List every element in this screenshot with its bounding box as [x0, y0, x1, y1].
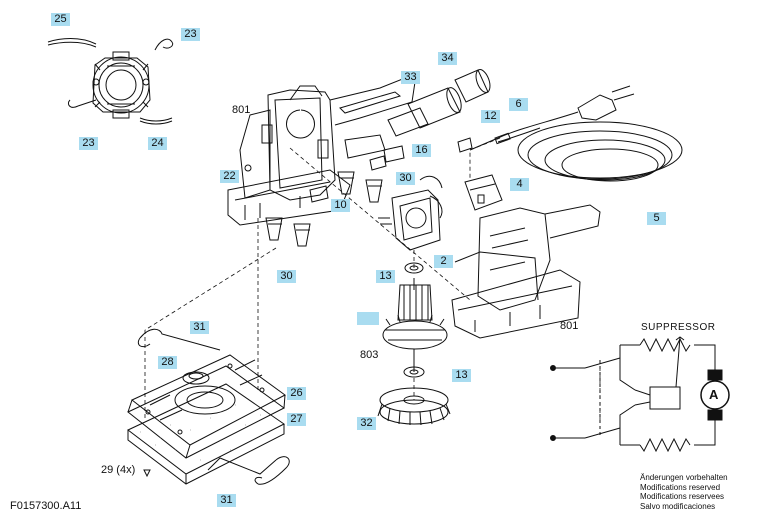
note-line: Salvo modificaciones [640, 501, 716, 511]
callout-16: 16 [412, 144, 431, 157]
callout-24: 24 [148, 137, 167, 150]
callout-30-bottom: 30 [277, 270, 296, 283]
lower-housing-drawing [451, 204, 601, 339]
brush-springs-drawing [265, 171, 383, 247]
callout-13-top: 13 [376, 270, 395, 283]
callout-25: 25 [51, 13, 70, 26]
callout-4: 4 [510, 178, 529, 191]
armature-drawing [382, 262, 448, 378]
callout-13-bottom: 13 [452, 369, 471, 382]
callout-23-top: 23 [181, 28, 200, 41]
brush-holder-drawing [92, 51, 151, 119]
callout-30-top: 30 [396, 172, 415, 185]
modification-notes: Änderungen vorbehalten Modifications res… [640, 473, 728, 511]
callout-31-bottom: 31 [217, 494, 236, 507]
callout-23-bottom: 23 [79, 137, 98, 150]
callout-32: 32 [357, 417, 376, 430]
callout-blank [357, 312, 379, 325]
power-cord-drawing [469, 85, 683, 182]
clamp-bar-drawing [137, 328, 290, 485]
callout-22: 22 [220, 170, 239, 183]
callout-29: 29 (4x) [101, 464, 136, 476]
motor-symbol: A [709, 387, 719, 402]
field-coil-drawing [378, 175, 443, 251]
note-line: Änderungen vorbehalten [640, 473, 728, 482]
callout-803: 803 [360, 349, 379, 361]
screw-drawing [143, 469, 151, 478]
note-line: Modifications reservees [640, 492, 725, 501]
callout-26: 26 [287, 387, 306, 400]
callout-801-top: 801 [232, 104, 251, 116]
brush-spring-drawing [47, 38, 174, 125]
callout-27: 27 [287, 413, 306, 426]
callout-2: 2 [434, 255, 453, 268]
assembly-lines [144, 137, 601, 420]
callout-33: 33 [401, 71, 420, 84]
callout-5: 5 [647, 212, 666, 225]
suppressor-label: SUPPRESSOR [641, 322, 716, 333]
document-id: F0157300.A11 [10, 500, 82, 512]
callout-6: 6 [509, 98, 528, 111]
upper-housing-drawing [227, 77, 416, 226]
dust-tube-drawing [387, 69, 491, 137]
sanding-pad-drawing [127, 383, 285, 485]
small-parts-drawing [309, 137, 503, 211]
callout-31-top: 31 [190, 321, 209, 334]
callout-28: 28 [158, 356, 177, 369]
suppressor-circuit [550, 336, 730, 453]
note-line: Modifications reserved [640, 482, 721, 492]
callout-801-bottom: 801 [560, 320, 579, 332]
base-plate-drawing [127, 354, 286, 459]
callout-34: 34 [438, 52, 457, 65]
callout-10: 10 [331, 199, 350, 212]
callout-12: 12 [481, 110, 500, 123]
